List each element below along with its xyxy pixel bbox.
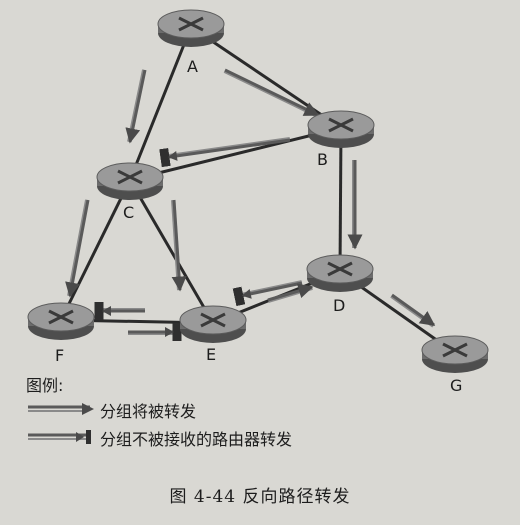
node-label-f: F xyxy=(55,346,65,365)
router-f-icon xyxy=(27,302,95,340)
arrow-c-to-f xyxy=(65,199,90,298)
legend-title: 图例: xyxy=(26,376,64,395)
figure-caption: 图 4-44 反向路径转发 xyxy=(169,487,351,507)
link-c-f xyxy=(59,179,132,321)
arrow-d-to-g xyxy=(390,293,436,328)
routers-layer xyxy=(27,9,489,373)
node-label-b: B xyxy=(317,150,328,169)
node-label-d: D xyxy=(333,296,346,315)
link-b-d xyxy=(338,127,343,273)
router-d-icon xyxy=(306,254,374,292)
arrow-c-to-e xyxy=(171,199,187,292)
legend-label-forwarded: 分组将被转发 xyxy=(100,402,197,421)
router-a-icon xyxy=(157,9,225,47)
arrow-f-to-e xyxy=(94,302,145,320)
arrow-b-to-d xyxy=(347,160,363,250)
arrow-d-to-e xyxy=(232,280,303,307)
legend-label-not-accepted: 分组不被接收的路由器转发 xyxy=(100,430,293,449)
link-c-e xyxy=(128,179,215,324)
arrow-a-to-b xyxy=(223,68,320,118)
arrow-b-to-c xyxy=(159,137,291,168)
node-label-a: A xyxy=(187,57,198,76)
arrow-e-to-d xyxy=(267,283,314,303)
arrow-a-to-c xyxy=(125,69,147,144)
router-e-icon xyxy=(179,305,247,343)
link-a-c xyxy=(128,26,193,181)
node-label-e: E xyxy=(206,345,217,364)
node-label-c: C xyxy=(123,203,135,222)
node-label-g: G xyxy=(450,376,463,395)
legend-arrow-icon xyxy=(28,403,94,415)
link-b-c xyxy=(129,126,342,182)
legend-barred-arrow-icon xyxy=(28,430,91,444)
arrow-e-to-f xyxy=(128,323,182,341)
router-g-icon xyxy=(421,335,489,373)
arrows-layer xyxy=(65,68,436,341)
router-c-icon xyxy=(96,162,164,200)
router-b-icon xyxy=(307,110,375,148)
